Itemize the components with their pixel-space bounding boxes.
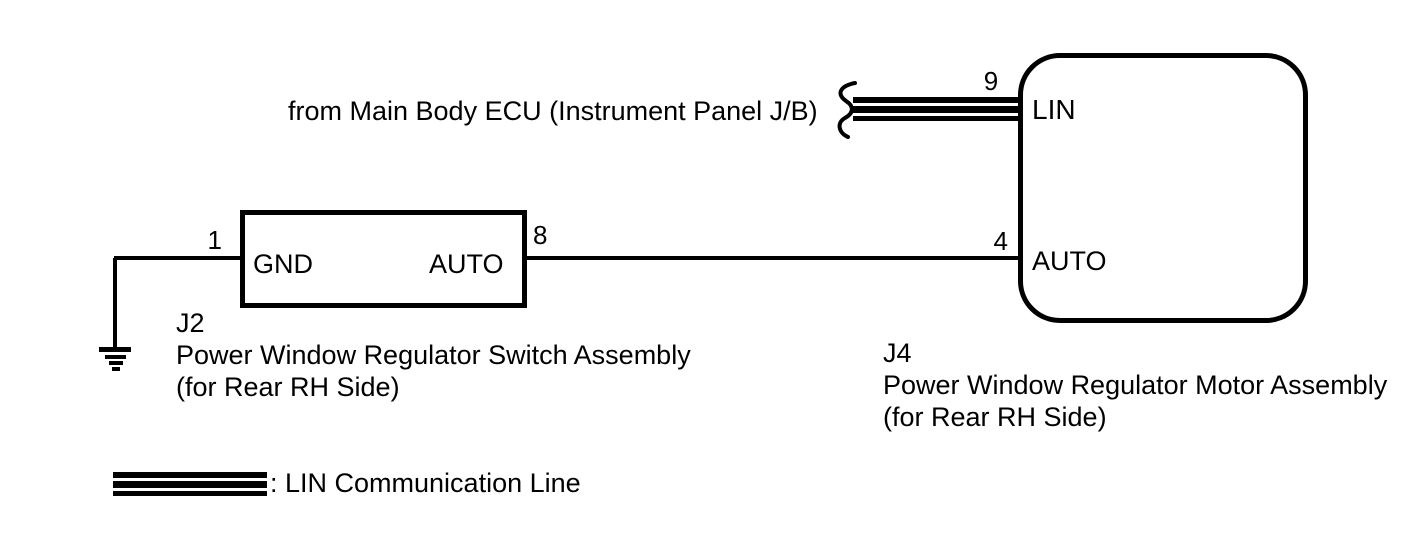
legend-lin-line-swatch [113,472,267,496]
auto-signal-wire [527,256,1020,260]
switch-assembly-box [240,210,527,308]
switch-connector-code: J2 [176,308,205,338]
switch-assembly-location: (for Rear RH Side) [176,372,400,402]
motor-pin-label-auto: AUTO [1032,246,1107,276]
ecu-source-label: from Main Body ECU (Instrument Panel J/B… [288,96,818,126]
motor-pin-number-9: 9 [983,66,999,96]
motor-assembly-caption: J4 Power Window Regulator Motor Assembly… [883,337,1387,433]
motor-pin-label-lin: LIN [1032,94,1076,125]
switch-pin-number-1: 1 [207,225,222,255]
ground-bar-2 [105,355,126,359]
motor-connector-code: J4 [883,338,912,368]
ground-bar-4 [112,367,120,371]
ground-bar-1 [99,347,131,352]
legend-lin-line-label: : LIN Communication Line [270,468,581,498]
switch-assembly-name: Power Window Regulator Switch Assembly [176,340,691,370]
ground-wire-vertical [113,258,117,350]
ground-bar-3 [109,361,123,365]
switch-pin-label-gnd: GND [253,249,313,279]
lin-communication-wire [853,97,1018,121]
motor-assembly-box [1018,53,1308,323]
switch-assembly-caption: J2 Power Window Regulator Switch Assembl… [176,307,691,403]
motor-pin-number-4: 4 [993,226,1008,256]
motor-assembly-name: Power Window Regulator Motor Assembly [883,370,1388,400]
wire-break-squiggle-icon [837,81,857,139]
switch-pin-label-auto: AUTO [429,249,504,279]
switch-pin-number-8: 8 [533,220,548,250]
motor-assembly-location: (for Rear RH Side) [883,402,1107,432]
ground-wire-horizontal [114,256,240,260]
